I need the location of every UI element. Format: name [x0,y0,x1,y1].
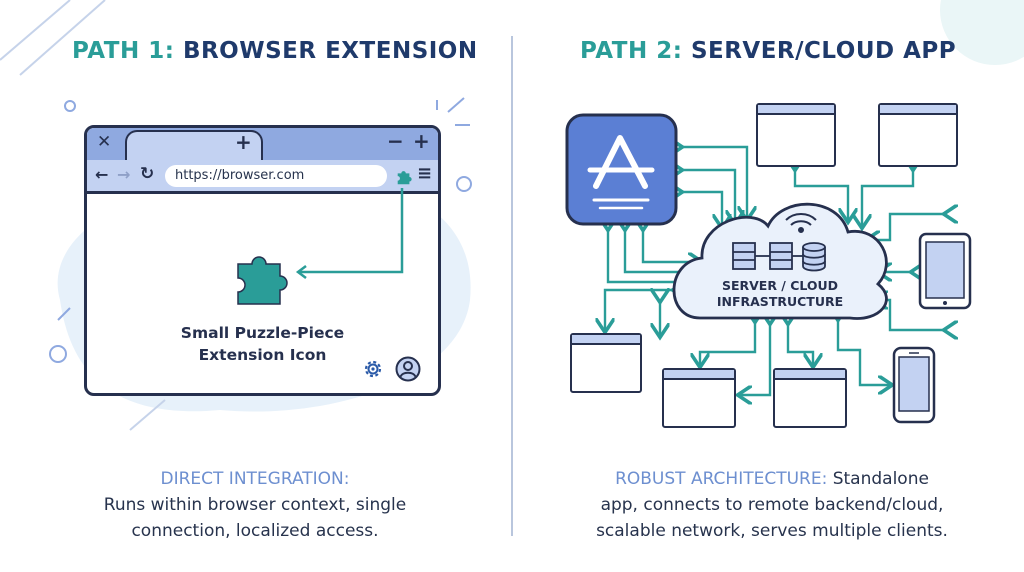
user-icon[interactable] [395,356,421,382]
left-caption-line1: Runs within browser context, single [103,495,407,515]
cloud-label-line2: INFRASTRUCTURE [716,294,844,309]
server-icon [732,242,803,270]
toolbar-puzzle-icon[interactable] [395,168,413,186]
app-store-icon [565,113,678,226]
left-caption: DIRECT INTEGRATION: Runs within browser … [60,466,450,544]
center-divider [511,36,513,536]
right-caption-line1: ROBUST ARCHITECTURE: Standalone [552,466,992,492]
left-caption-line2: connection, localized access. [131,521,379,541]
maximize-icon[interactable]: + [413,129,430,153]
reload-icon[interactable]: ↻ [140,164,155,184]
right-caption-line3: scalable network, serves multiple client… [596,521,948,541]
wifi-icon [785,213,817,233]
right-title: PATH 2: SERVER/CLOUD APP [580,38,956,64]
tablet-icon [918,232,972,310]
cloud-label-line1: SERVER / CLOUD [721,278,839,293]
client-window-2 [878,103,958,167]
puzzle-label-line1: Small Puzzle-Piece [180,324,345,342]
right-caption-head: ROBUST ARCHITECTURE: [615,469,828,489]
client-window-4 [662,368,736,428]
left-title-main: BROWSER EXTENSION [182,38,478,64]
close-icon[interactable]: ✕ [97,132,112,152]
url-bar[interactable]: https://browser.com [165,165,387,187]
right-caption-line1-rest: Standalone [827,469,929,489]
puzzle-label-line2: Extension Icon [198,346,327,364]
menu-icon[interactable]: ≡ [417,163,433,184]
browser-window: ✕ + − + ← → ↻ https://browser.com ≡ Smal… [84,125,441,396]
new-tab-icon[interactable]: + [235,130,252,154]
cloud-label: SERVER / CLOUD INFRASTRUCTURE [690,278,870,310]
puzzle-piece-icon [237,256,288,305]
gear-icon[interactable] [361,357,385,381]
client-window-3 [570,333,642,393]
browser-tab[interactable] [125,130,263,160]
browser-tab-bar: ✕ + − + [87,128,438,160]
client-window-5 [773,368,847,428]
minimize-icon[interactable]: − [387,129,404,153]
phone-icon [892,346,936,424]
left-caption-head: DIRECT INTEGRATION: [160,469,350,489]
back-icon[interactable]: ← [95,165,109,184]
right-title-prefix: PATH 2: [580,38,683,64]
database-icon [802,242,826,272]
right-title-main: SERVER/CLOUD APP [690,38,957,64]
right-caption-line2: app, connects to remote backend/cloud, [600,495,944,515]
forward-icon[interactable]: → [117,165,131,184]
puzzle-icon-label: Small Puzzle-Piece Extension Icon [87,322,438,366]
client-window-1 [756,103,836,167]
right-caption: ROBUST ARCHITECTURE: Standalone app, con… [552,466,992,544]
left-title-prefix: PATH 1: [72,38,175,64]
left-title: PATH 1: BROWSER EXTENSION [72,38,478,64]
